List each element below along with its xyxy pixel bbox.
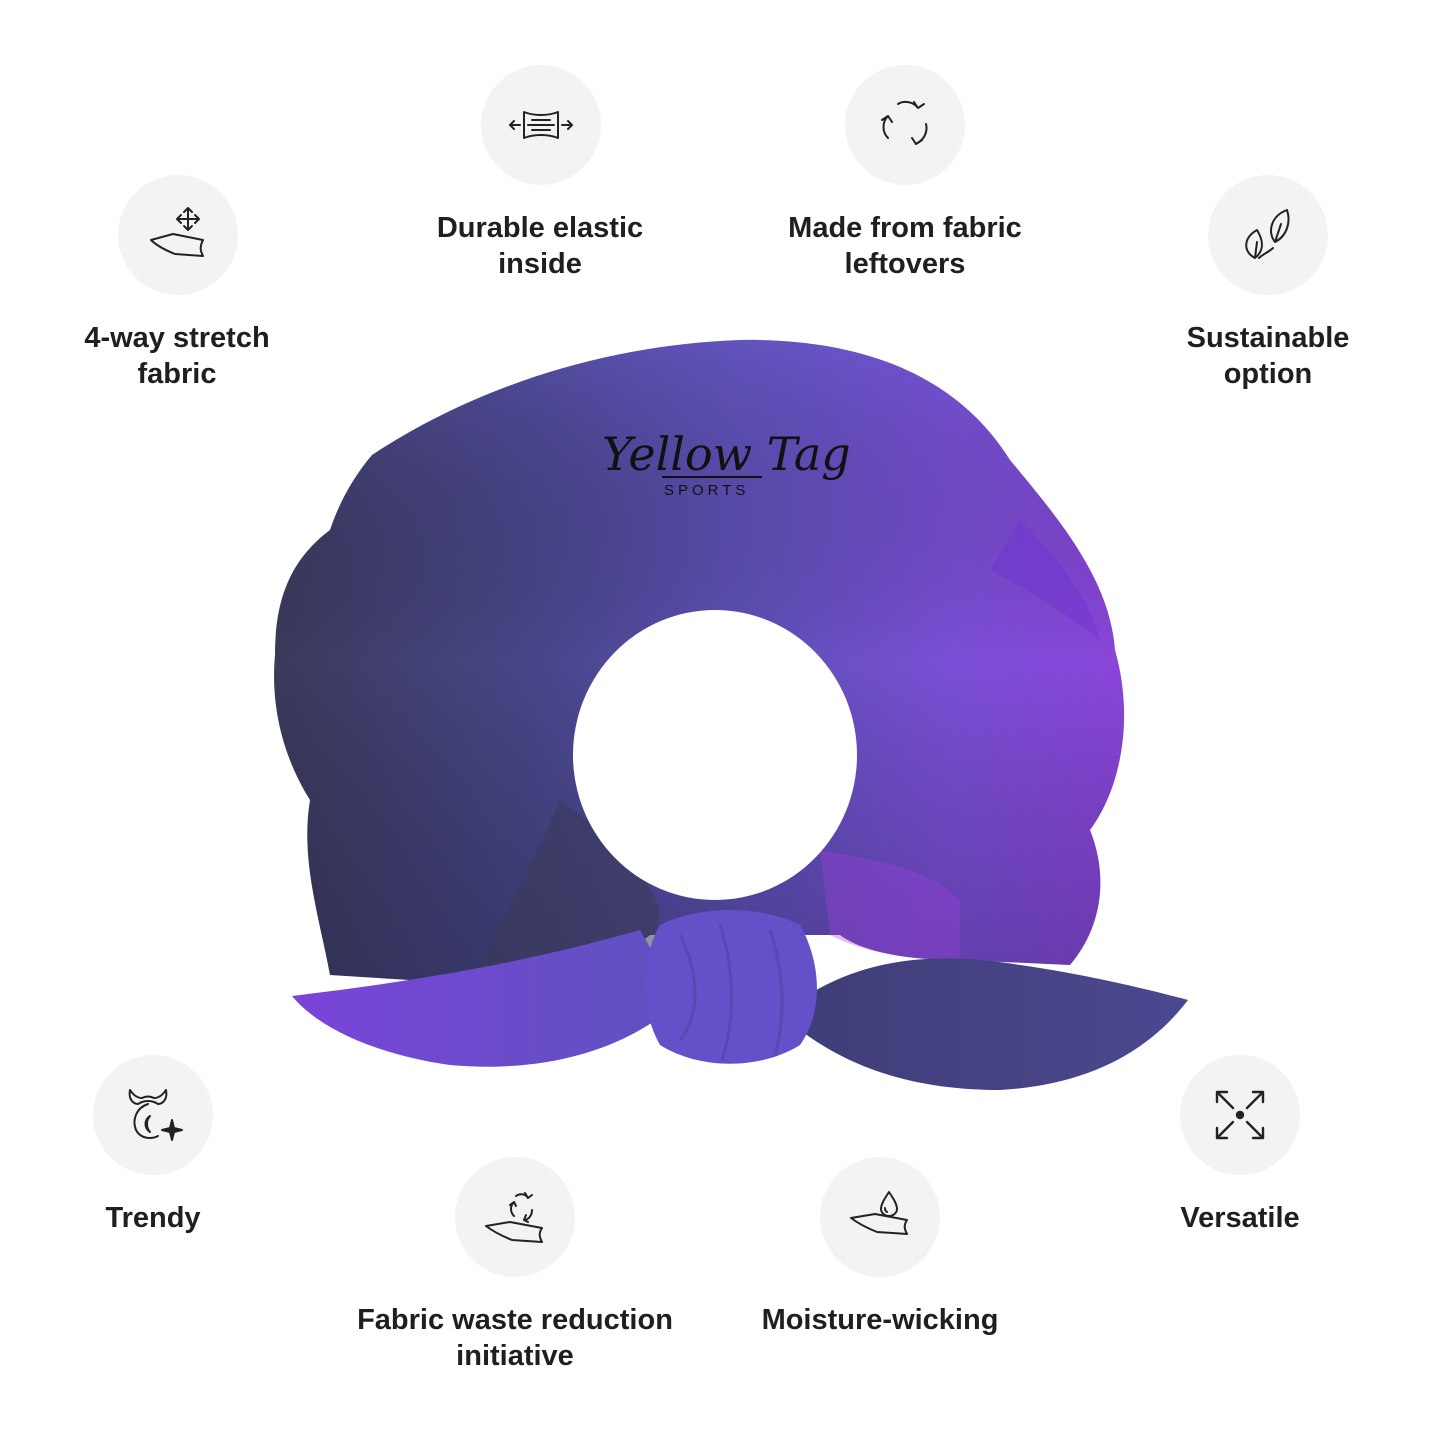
brand-logo-script: Yellow Tag [602,427,851,481]
fabric-recycle-icon [455,1157,575,1277]
leaves-icon [1208,175,1328,295]
scrunchie-bow [292,910,1188,1090]
brand-logo: Yellow Tag SPORTS [602,427,851,499]
brand-logo-sub: SPORTS [664,482,749,499]
feature-label-sustainable: Sustainable option [1186,322,1350,390]
feature-label-four-way-stretch: 4-way stretch fabric [84,322,270,390]
recycle-arrows-icon [845,65,965,185]
feature-label-fabric-waste: Fabric waste reduction initiative [357,1304,673,1372]
elastic-stretch-icon [481,65,601,185]
scrunchie-body [274,339,1125,981]
feature-label-trendy: Trendy [105,1202,201,1234]
feature-label-versatile: Versatile [1180,1202,1300,1234]
scrunchie-center-hole [573,610,857,900]
feature-label-durable-elastic: Durable elastic inside [436,212,644,280]
feature-label-moisture-wicking: Moisture-wicking [761,1304,999,1336]
feature-label-fabric-leftovers: Made from fabric leftovers [788,212,1022,280]
four-way-stretch-icon [118,175,238,295]
trendy-face-sparkle-icon [93,1055,213,1175]
expand-arrows-icon [1180,1055,1300,1175]
water-drop-fabric-icon [820,1157,940,1277]
